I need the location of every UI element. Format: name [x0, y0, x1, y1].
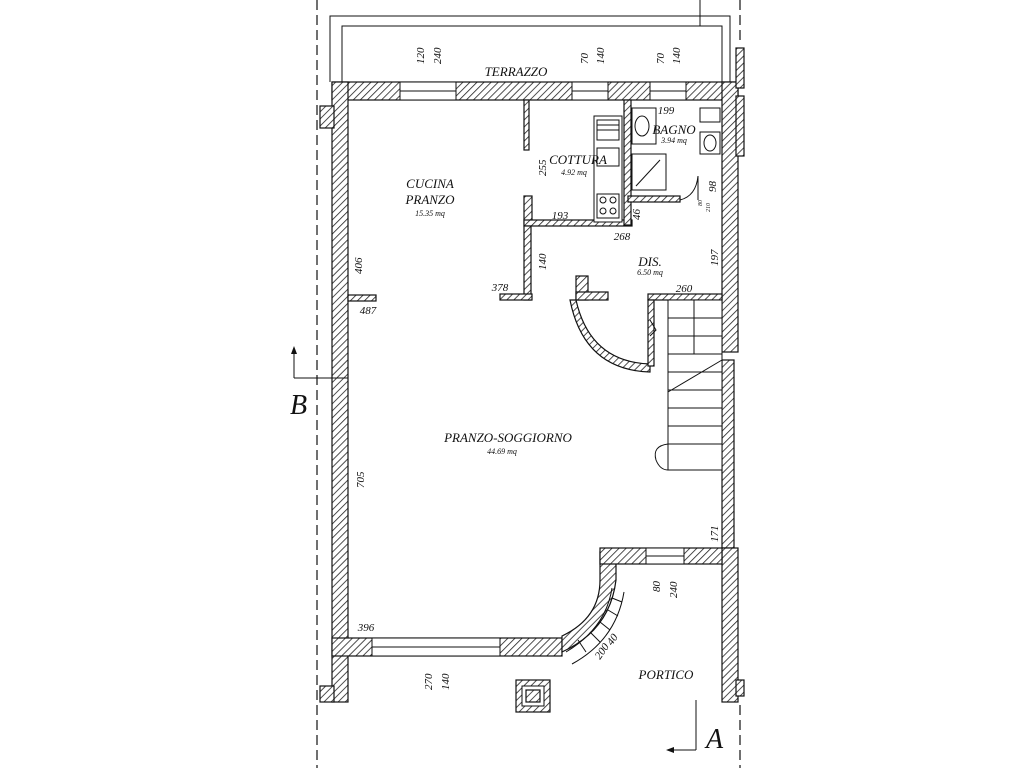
dim-top-win1-h: 240	[432, 47, 444, 64]
dim-wall-140: 140	[537, 253, 549, 270]
dim-right-171: 171	[709, 526, 721, 543]
dim-door-small: 80	[698, 200, 704, 206]
wall-partition-140	[523, 225, 532, 301]
wall-partition-378	[499, 293, 533, 301]
dim-left-705: 705	[355, 471, 367, 488]
dim-top-win3-w: 70	[655, 53, 667, 65]
wall-right	[721, 81, 739, 353]
wall-portico-side	[721, 547, 739, 703]
staircase	[649, 299, 723, 471]
room-label-terrazzo: TERRAZZO	[485, 64, 548, 79]
room-area-cucina: 15.35 mq	[415, 209, 445, 218]
section-marker-b: B	[290, 346, 348, 421]
wall-bay-curve	[561, 551, 617, 653]
room-label-soggiorno: PRANZO-SOGGIORNO	[443, 430, 572, 445]
room-area-soggiorno: 44.69 mq	[487, 447, 517, 456]
dim-cottura-h: 255	[537, 159, 549, 176]
dim-door-front-h: 240	[668, 581, 680, 598]
wall-bagno-bottom	[627, 195, 681, 203]
kitchen-counter	[593, 115, 623, 223]
dim-top-win3-h: 140	[671, 47, 683, 64]
svg-text:A: A	[704, 724, 724, 755]
room-label-dis: DIS.	[637, 254, 661, 269]
dim-dis-w: 268	[614, 231, 631, 243]
dim-left-487: 487	[360, 305, 377, 317]
dim-bottom-win-h: 140	[440, 673, 452, 690]
wall-left-stub	[347, 294, 377, 302]
bay-window	[565, 587, 625, 665]
room-area-dis: 6.50 mq	[637, 268, 663, 277]
room-label-cottura: COTTURA	[549, 152, 607, 167]
room-label-cucina: CUCINA	[406, 176, 454, 191]
room-area-cottura: 4.92 mq	[561, 168, 587, 177]
dim-top-win2-h: 140	[595, 47, 607, 64]
wall-left	[331, 81, 349, 703]
dim-cottura-wall: 46	[631, 209, 643, 221]
terrace-outline	[329, 15, 731, 82]
dim-bottom-396: 396	[357, 622, 375, 634]
dim-partition-378: 378	[491, 282, 509, 294]
svg-text:B: B	[290, 390, 307, 421]
wall-curve-stair	[569, 299, 651, 373]
dim-left-406: 406	[353, 257, 365, 274]
dim-door-front-w: 80	[651, 581, 663, 593]
wall-cottura-bottom	[523, 219, 633, 227]
room-label-bagno: BAGNO	[652, 122, 696, 137]
wall-cottura-left	[523, 99, 530, 151]
dim-top-win2-w: 70	[579, 53, 591, 65]
wall-right-lower	[721, 359, 735, 549]
wall-bagno-left	[623, 99, 632, 226]
room-area-bagno: 3.94 mq	[660, 136, 687, 145]
dim-top-win1-w: 120	[415, 47, 427, 64]
section-marker-a: A	[666, 700, 724, 755]
bathroom-fixtures	[631, 107, 721, 201]
dim-stair-w: 260	[676, 283, 693, 295]
dim-door-small2: 210	[706, 203, 712, 212]
dim-bagno-door: 98	[707, 181, 719, 193]
dim-bottom-win-w: 270	[423, 673, 435, 690]
dim-dis-h: 197	[709, 249, 721, 266]
dim-bagno-w: 199	[658, 105, 675, 117]
room-label-pranzo: PRANZO	[404, 192, 455, 207]
room-label-portico: PORTICO	[638, 667, 695, 682]
dim-cottura-w: 193	[552, 210, 569, 222]
